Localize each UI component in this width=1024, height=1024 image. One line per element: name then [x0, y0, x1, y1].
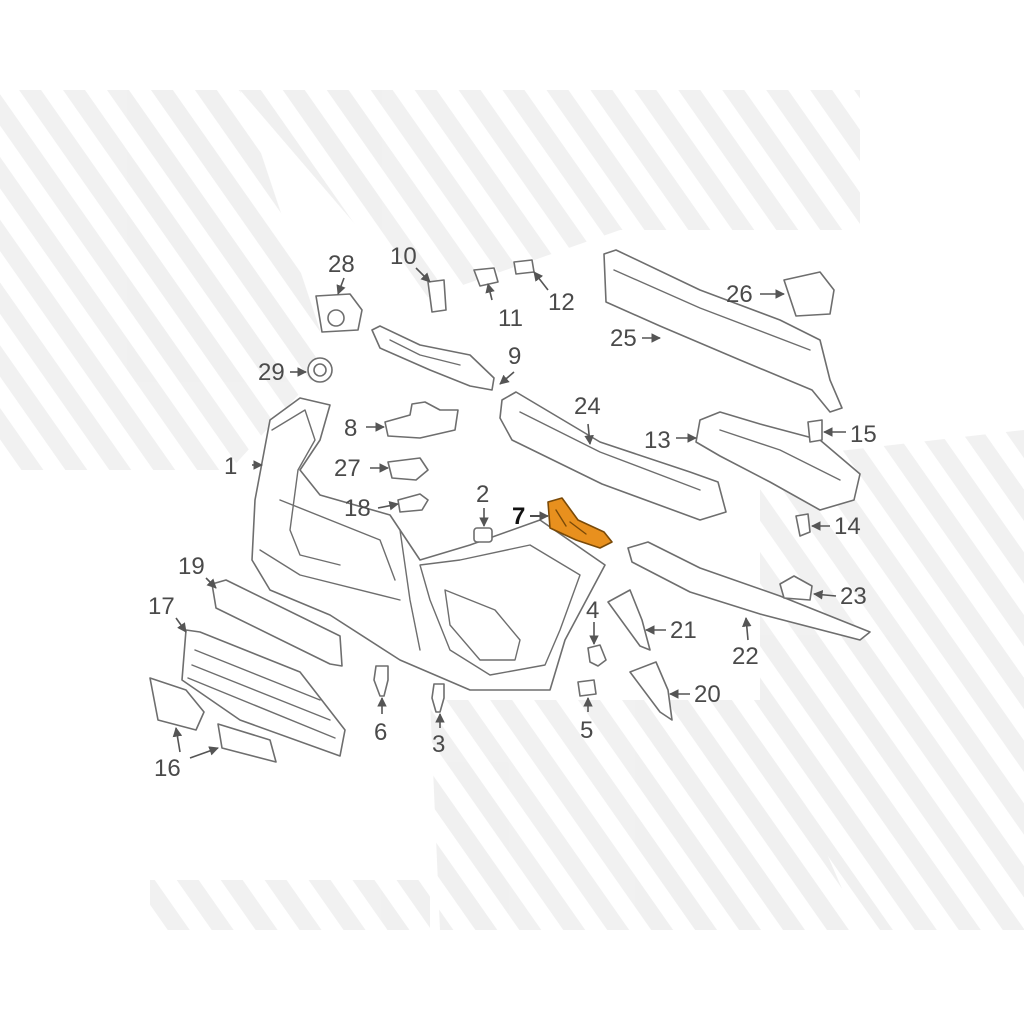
callout-18[interactable]: 18	[344, 495, 371, 522]
part-17-grille[interactable]	[181, 629, 346, 757]
part-15[interactable]	[807, 419, 823, 443]
part-24[interactable]	[499, 391, 727, 521]
part-14[interactable]	[795, 513, 811, 537]
callout-25[interactable]: 25	[610, 325, 637, 352]
part-28[interactable]	[315, 293, 363, 333]
part-5[interactable]	[577, 679, 597, 697]
callout-9[interactable]: 9	[508, 343, 521, 370]
callout-11[interactable]: 11	[498, 305, 523, 332]
part-22[interactable]	[627, 541, 871, 641]
callout-8[interactable]: 8	[344, 415, 357, 442]
callout-12[interactable]: 12	[548, 289, 575, 316]
callout-24[interactable]: 24	[574, 393, 601, 420]
part-29[interactable]	[307, 357, 333, 383]
part-9[interactable]	[371, 325, 495, 391]
callout-4[interactable]: 4	[586, 597, 599, 624]
part-23[interactable]	[779, 575, 813, 601]
callout-29[interactable]: 29	[258, 359, 285, 386]
part-2[interactable]	[473, 527, 493, 543]
callout-17[interactable]: 17	[148, 593, 175, 620]
part-4[interactable]	[587, 644, 607, 667]
callout-10[interactable]: 10	[390, 243, 417, 270]
callout-2[interactable]: 2	[476, 481, 489, 508]
callouts: 1 2 3 4 5 6 7 8 9 10 11 12 13 14 15 16 1…	[148, 243, 877, 782]
callout-22[interactable]: 22	[732, 643, 759, 670]
part-21[interactable]	[607, 589, 651, 651]
part-19[interactable]	[211, 579, 343, 667]
callout-23[interactable]: 23	[840, 583, 867, 610]
callout-14[interactable]: 14	[834, 513, 861, 540]
watermark	[0, 90, 1024, 930]
part-10[interactable]	[427, 279, 447, 313]
callout-26[interactable]: 26	[726, 281, 753, 308]
callout-16[interactable]: 16	[154, 755, 181, 782]
part-20[interactable]	[629, 661, 673, 721]
part-8[interactable]	[384, 401, 459, 439]
callout-19[interactable]: 19	[178, 553, 205, 580]
part-6[interactable]	[373, 665, 389, 697]
callout-13[interactable]: 13	[644, 427, 671, 454]
callout-21[interactable]: 21	[670, 617, 697, 644]
part-27[interactable]	[387, 457, 429, 481]
callout-15[interactable]: 15	[850, 421, 877, 448]
part-16[interactable]	[149, 677, 277, 763]
callout-7[interactable]: 7	[512, 503, 525, 530]
part-12[interactable]	[513, 259, 535, 275]
callout-5[interactable]: 5	[580, 717, 593, 744]
callout-3[interactable]: 3	[432, 731, 445, 758]
callout-28[interactable]: 28	[328, 251, 355, 278]
part-7-bracket[interactable]	[547, 497, 613, 549]
part-bumper-cover[interactable]	[251, 397, 606, 691]
part-3[interactable]	[431, 683, 445, 713]
leaders	[172, 267, 846, 759]
callout-20[interactable]: 20	[694, 681, 721, 708]
callout-6[interactable]: 6	[374, 719, 387, 746]
part-11[interactable]	[473, 267, 499, 287]
part-26[interactable]	[783, 271, 835, 317]
callout-27[interactable]: 27	[334, 455, 361, 482]
part-25[interactable]	[603, 249, 843, 413]
part-18[interactable]	[397, 493, 429, 513]
callout-1[interactable]: 1	[224, 453, 237, 480]
part-13[interactable]	[695, 411, 861, 511]
